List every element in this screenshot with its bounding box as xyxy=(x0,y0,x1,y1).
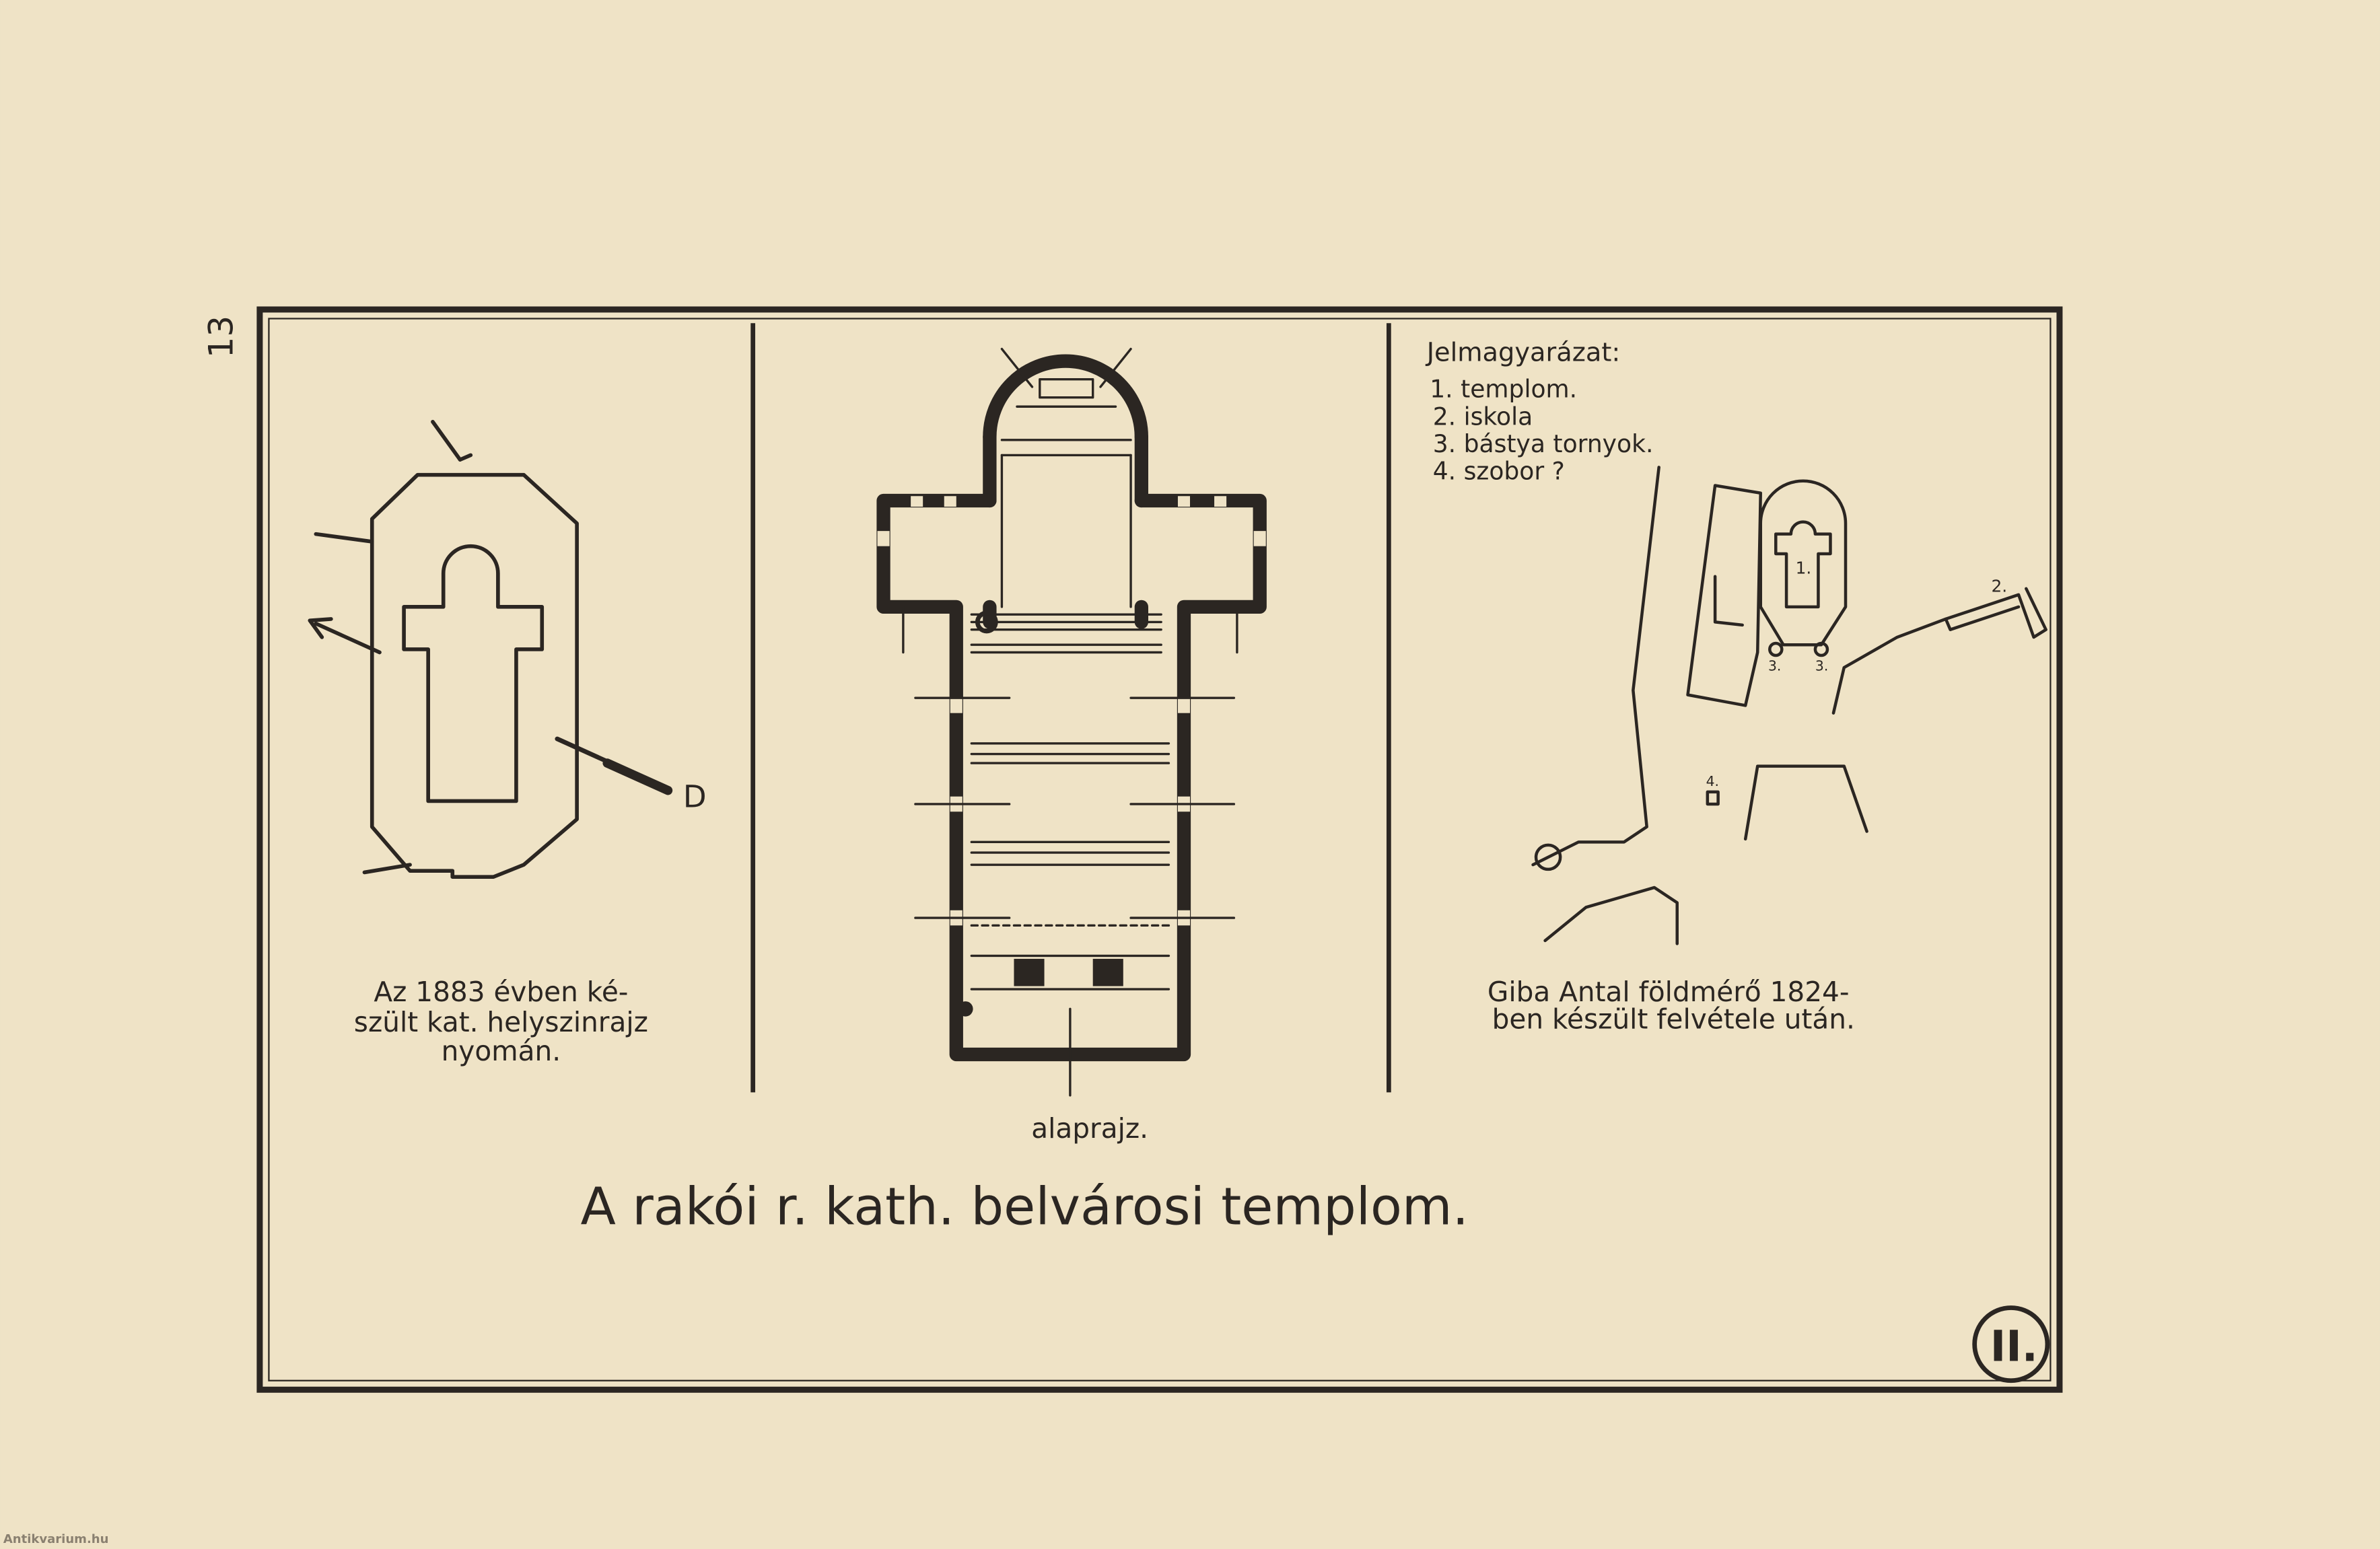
map-label-4: 4. xyxy=(1706,773,1719,789)
page-number: 13 xyxy=(201,316,240,358)
church-floor-plan xyxy=(876,347,1267,1097)
watermark: Antikvarium.hu xyxy=(3,1532,109,1546)
map-label-2: 2. xyxy=(1991,576,2007,596)
left-caption-line-3: nyomán. xyxy=(442,1035,561,1067)
left-caption-line-2: szült kat. helyszinrajz xyxy=(354,1006,648,1038)
plate-number: II. xyxy=(1990,1321,2038,1371)
site-map-1824 xyxy=(1531,466,2048,945)
map-label-3a: 3. xyxy=(1768,658,1781,674)
compass-label: D xyxy=(683,779,707,814)
legend-item-2: 2. iskola xyxy=(1433,402,1533,431)
right-caption-line-2: ben készült felvétele után. xyxy=(1492,1003,1855,1036)
site-plan-1883 xyxy=(308,419,673,879)
map-label-3b: 3. xyxy=(1815,658,1828,674)
legend-item-3: 3. bástya tornyok. xyxy=(1433,430,1654,458)
legend-item-4: 4. szobor ? xyxy=(1433,457,1565,485)
legend-item-1: 1. templom. xyxy=(1430,375,1577,404)
right-caption-line-1: Giba Antal földmérő 1824- xyxy=(1488,976,1850,1008)
plate-frame xyxy=(256,306,2063,1393)
left-caption-line-1: Az 1883 évben ké- xyxy=(374,976,628,1008)
legend-title: Jelmagyarázat: xyxy=(1426,338,1621,368)
plate-title: A rakói r. kath. belvárosi templom. xyxy=(581,1178,1469,1237)
plate-number-circle xyxy=(1972,1305,2050,1383)
floor-plan-caption: alaprajz. xyxy=(1031,1112,1148,1145)
map-label-1: 1. xyxy=(1796,558,1812,577)
